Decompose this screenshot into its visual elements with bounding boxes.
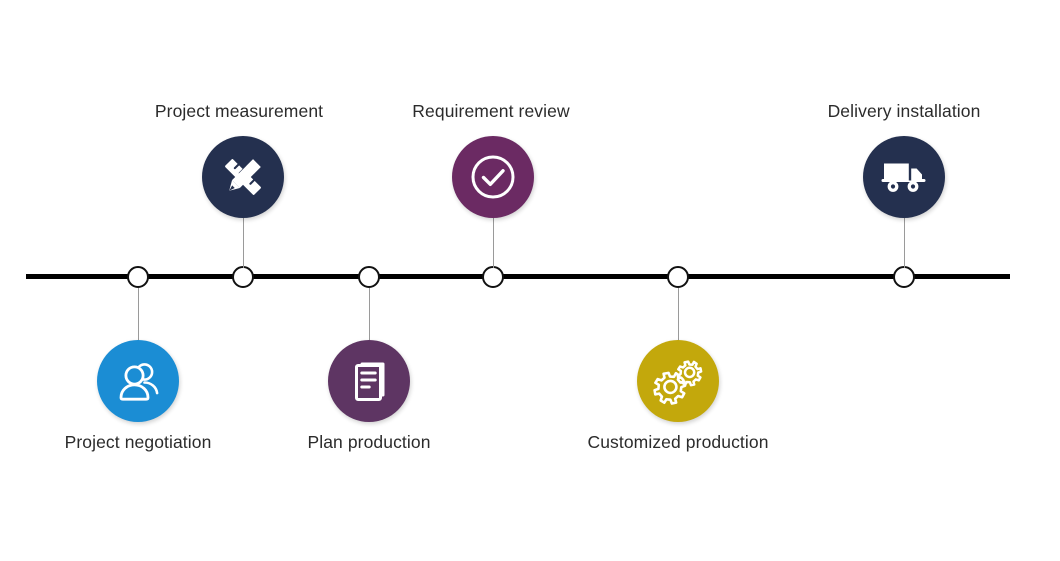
users-group-icon bbox=[115, 360, 161, 402]
step-icon-badge-project-negotiation[interactable] bbox=[97, 340, 179, 422]
gears-icon bbox=[653, 357, 703, 405]
step-caption-4: Requirement review bbox=[412, 101, 570, 121]
connector-stem-2 bbox=[242, 216, 244, 268]
connector-stem-6 bbox=[903, 216, 905, 268]
step-icon-badge-requirement-review[interactable] bbox=[452, 136, 534, 218]
delivery-truck-icon bbox=[880, 157, 928, 197]
step-icon-badge-plan-production[interactable] bbox=[328, 340, 410, 422]
step-caption-3: Plan production bbox=[307, 432, 431, 452]
connector-stem-3 bbox=[368, 288, 370, 342]
timeline-node-6[interactable] bbox=[893, 266, 915, 288]
step-caption-6: Delivery installation bbox=[827, 101, 981, 121]
check-circle-icon bbox=[468, 152, 518, 202]
timeline-axis bbox=[26, 274, 1010, 279]
connector-stem-1 bbox=[137, 288, 139, 342]
timeline-node-5[interactable] bbox=[667, 266, 689, 288]
connector-stem-4 bbox=[492, 216, 494, 268]
timeline-node-1[interactable] bbox=[127, 266, 149, 288]
pencil-ruler-icon bbox=[220, 154, 266, 200]
step-caption-2: Project measurement bbox=[154, 101, 324, 121]
step-icon-badge-delivery-installation[interactable] bbox=[863, 136, 945, 218]
step-caption-1: Project negotiation bbox=[64, 432, 212, 452]
step-caption-5: Customized production bbox=[587, 432, 769, 452]
connector-stem-5 bbox=[677, 288, 679, 342]
step-icon-badge-project-measurement[interactable] bbox=[202, 136, 284, 218]
documents-stack-icon bbox=[348, 359, 390, 403]
timeline-node-3[interactable] bbox=[358, 266, 380, 288]
timeline-node-4[interactable] bbox=[482, 266, 504, 288]
timeline-node-2[interactable] bbox=[232, 266, 254, 288]
step-icon-badge-customized-production[interactable] bbox=[637, 340, 719, 422]
